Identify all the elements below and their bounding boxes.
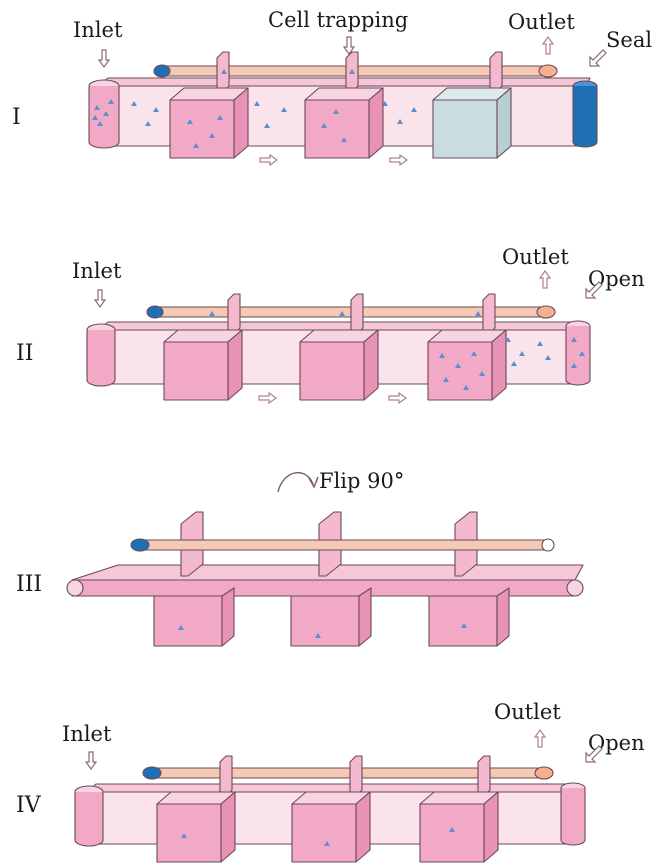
flip-label: Flip 90° (319, 469, 404, 493)
flip-rotation-icon (277, 471, 319, 493)
labels: Inlet Cell trapping Outlet Seal Inlet Ou… (12, 8, 652, 818)
cell-trapping-label: Cell trapping (268, 8, 408, 32)
inlet-label-i: Inlet (73, 18, 123, 42)
stage-iii-device (66, 511, 584, 647)
stage-ii-device (86, 270, 603, 404)
stage-label-iv: IV (16, 793, 42, 818)
inlet-label-iv: Inlet (62, 722, 112, 746)
seal-label: Seal (606, 28, 652, 52)
outlet-label-iv: Outlet (494, 700, 561, 724)
stage-label-ii: II (16, 341, 33, 366)
stage-i-device (88, 36, 607, 166)
stage-label-iii: III (16, 572, 42, 597)
outlet-label-i: Outlet (508, 10, 575, 34)
stage-label-i: I (12, 105, 21, 130)
stage-iv-device (74, 729, 603, 863)
outlet-label-ii: Outlet (502, 245, 569, 269)
inlet-label-ii: Inlet (72, 259, 122, 283)
